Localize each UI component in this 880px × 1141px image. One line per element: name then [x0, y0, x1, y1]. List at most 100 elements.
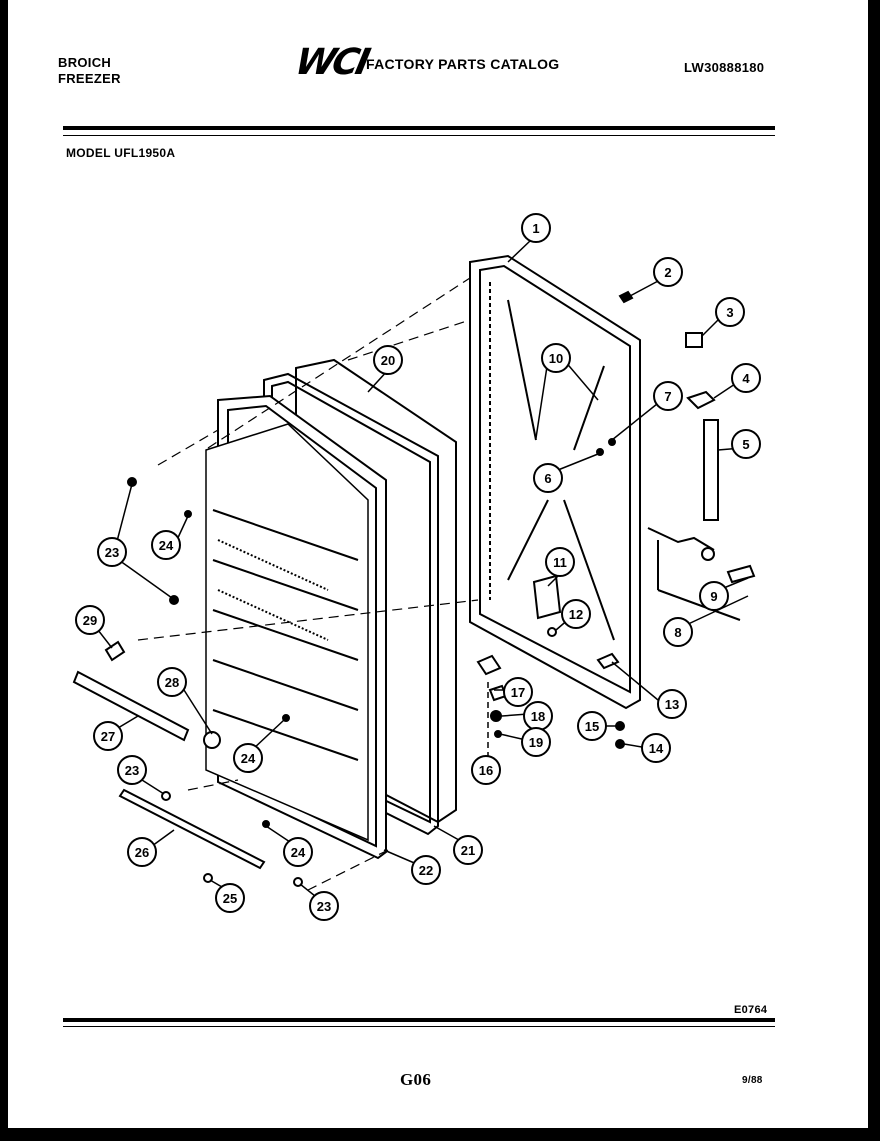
callout-number: 6	[544, 471, 551, 486]
callout-number: 11	[553, 555, 567, 570]
callout-bubble	[731, 429, 761, 459]
callout-bubble	[471, 755, 501, 785]
callout-bubble	[453, 835, 483, 865]
callout-28: 28	[157, 667, 187, 697]
callout-bubble	[541, 343, 571, 373]
callout-3: 3	[715, 297, 745, 327]
footer-rule-thin	[63, 1026, 775, 1027]
callout-17: 17	[503, 677, 533, 707]
callout-bubble	[411, 855, 441, 885]
callout-bubble	[151, 530, 181, 560]
header-rule-thick	[63, 126, 775, 130]
callout-number: 5	[742, 437, 749, 452]
callout-2: 2	[653, 257, 683, 287]
print-date: 9/88	[742, 1075, 763, 1086]
callout-bubble	[657, 689, 687, 719]
callout-6: 6	[533, 463, 563, 493]
callout-8: 8	[663, 617, 693, 647]
callout-bubble	[157, 667, 187, 697]
callout-number: 15	[585, 719, 599, 734]
callout-15: 15	[577, 711, 607, 741]
callout-bubble	[663, 617, 693, 647]
callout-bubble	[533, 463, 563, 493]
callout-labels: 1234567891011121314151617181920212223232…	[75, 213, 761, 921]
callout-number: 29	[83, 613, 97, 628]
callout-number: 1	[532, 221, 539, 236]
alignment-lines	[137, 277, 479, 891]
callout-number: 3	[726, 305, 733, 320]
hinge-hardware	[476, 290, 756, 749]
callout-21: 21	[453, 835, 483, 865]
callout-number: 24	[241, 751, 256, 766]
callout-bubble	[731, 363, 761, 393]
callout-29: 29	[75, 605, 105, 635]
callout-12: 12	[561, 599, 591, 629]
page-number: G06	[400, 1070, 432, 1089]
callout-18: 18	[523, 701, 553, 731]
brand-name: BROICH	[58, 55, 112, 70]
callout-22: 22	[411, 855, 441, 885]
product-type: FREEZER	[58, 71, 121, 86]
callout-23c: 23	[309, 891, 339, 921]
callout-number: 4	[742, 371, 750, 386]
callout-number: 7	[664, 389, 671, 404]
callout-number: 13	[665, 697, 679, 712]
callout-bubble	[545, 547, 575, 577]
callout-bubble	[641, 733, 671, 763]
callout-number: 12	[569, 607, 583, 622]
callout-11: 11	[545, 547, 575, 577]
callout-10: 10	[541, 343, 571, 373]
callout-5: 5	[731, 429, 761, 459]
callout-bubble	[503, 677, 533, 707]
callout-number: 24	[291, 845, 306, 860]
callout-number: 17	[511, 685, 525, 700]
callout-bubble	[653, 257, 683, 287]
callout-number: 23	[105, 545, 119, 560]
callout-9: 9	[699, 581, 729, 611]
callout-number: 16	[479, 763, 493, 778]
callout-number: 18	[531, 709, 545, 724]
callout-bubble	[521, 213, 551, 243]
brand-block: BROICH FREEZER	[58, 55, 121, 87]
callout-bubble	[215, 883, 245, 913]
exploded-parts-diagram: 1234567891011121314151617181920212223232…	[72, 213, 761, 921]
callout-24a: 24	[151, 530, 181, 560]
callout-13: 13	[657, 689, 687, 719]
inner-door-shelves	[205, 423, 369, 842]
callout-23b: 23	[117, 755, 147, 785]
callout-number: 23	[125, 763, 139, 778]
callout-bubble	[75, 605, 105, 635]
callout-bubble	[283, 837, 313, 867]
callout-number: 10	[549, 351, 563, 366]
callout-number: 26	[135, 845, 149, 860]
callout-number: 22	[419, 863, 433, 878]
callout-20: 20	[373, 345, 403, 375]
callout-bubble	[561, 599, 591, 629]
callout-16: 16	[471, 755, 501, 785]
callout-25: 25	[215, 883, 245, 913]
callout-4: 4	[731, 363, 761, 393]
callout-number: 19	[529, 735, 543, 750]
model-number: MODEL UFL1950A	[66, 146, 176, 160]
callout-bubble	[521, 727, 551, 757]
callout-number: 23	[317, 899, 331, 914]
callout-number: 14	[649, 741, 664, 756]
callout-number: 20	[381, 353, 395, 368]
callout-bubble	[97, 537, 127, 567]
callout-bubble	[715, 297, 745, 327]
callout-7: 7	[653, 381, 683, 411]
callout-bubble	[699, 581, 729, 611]
callout-number: 2	[664, 265, 671, 280]
callout-bubble	[127, 837, 157, 867]
callout-1: 1	[521, 213, 551, 243]
callout-bubble	[577, 711, 607, 741]
callout-24b: 24	[233, 743, 263, 773]
callout-number: 28	[165, 675, 179, 690]
callout-14: 14	[641, 733, 671, 763]
callout-number: 9	[710, 589, 717, 604]
footer-rule-thick	[63, 1018, 775, 1022]
callout-bubble	[93, 721, 123, 751]
callout-23a: 23	[97, 537, 127, 567]
callout-number: 27	[101, 729, 115, 744]
figure-code: E0764	[734, 1004, 768, 1016]
